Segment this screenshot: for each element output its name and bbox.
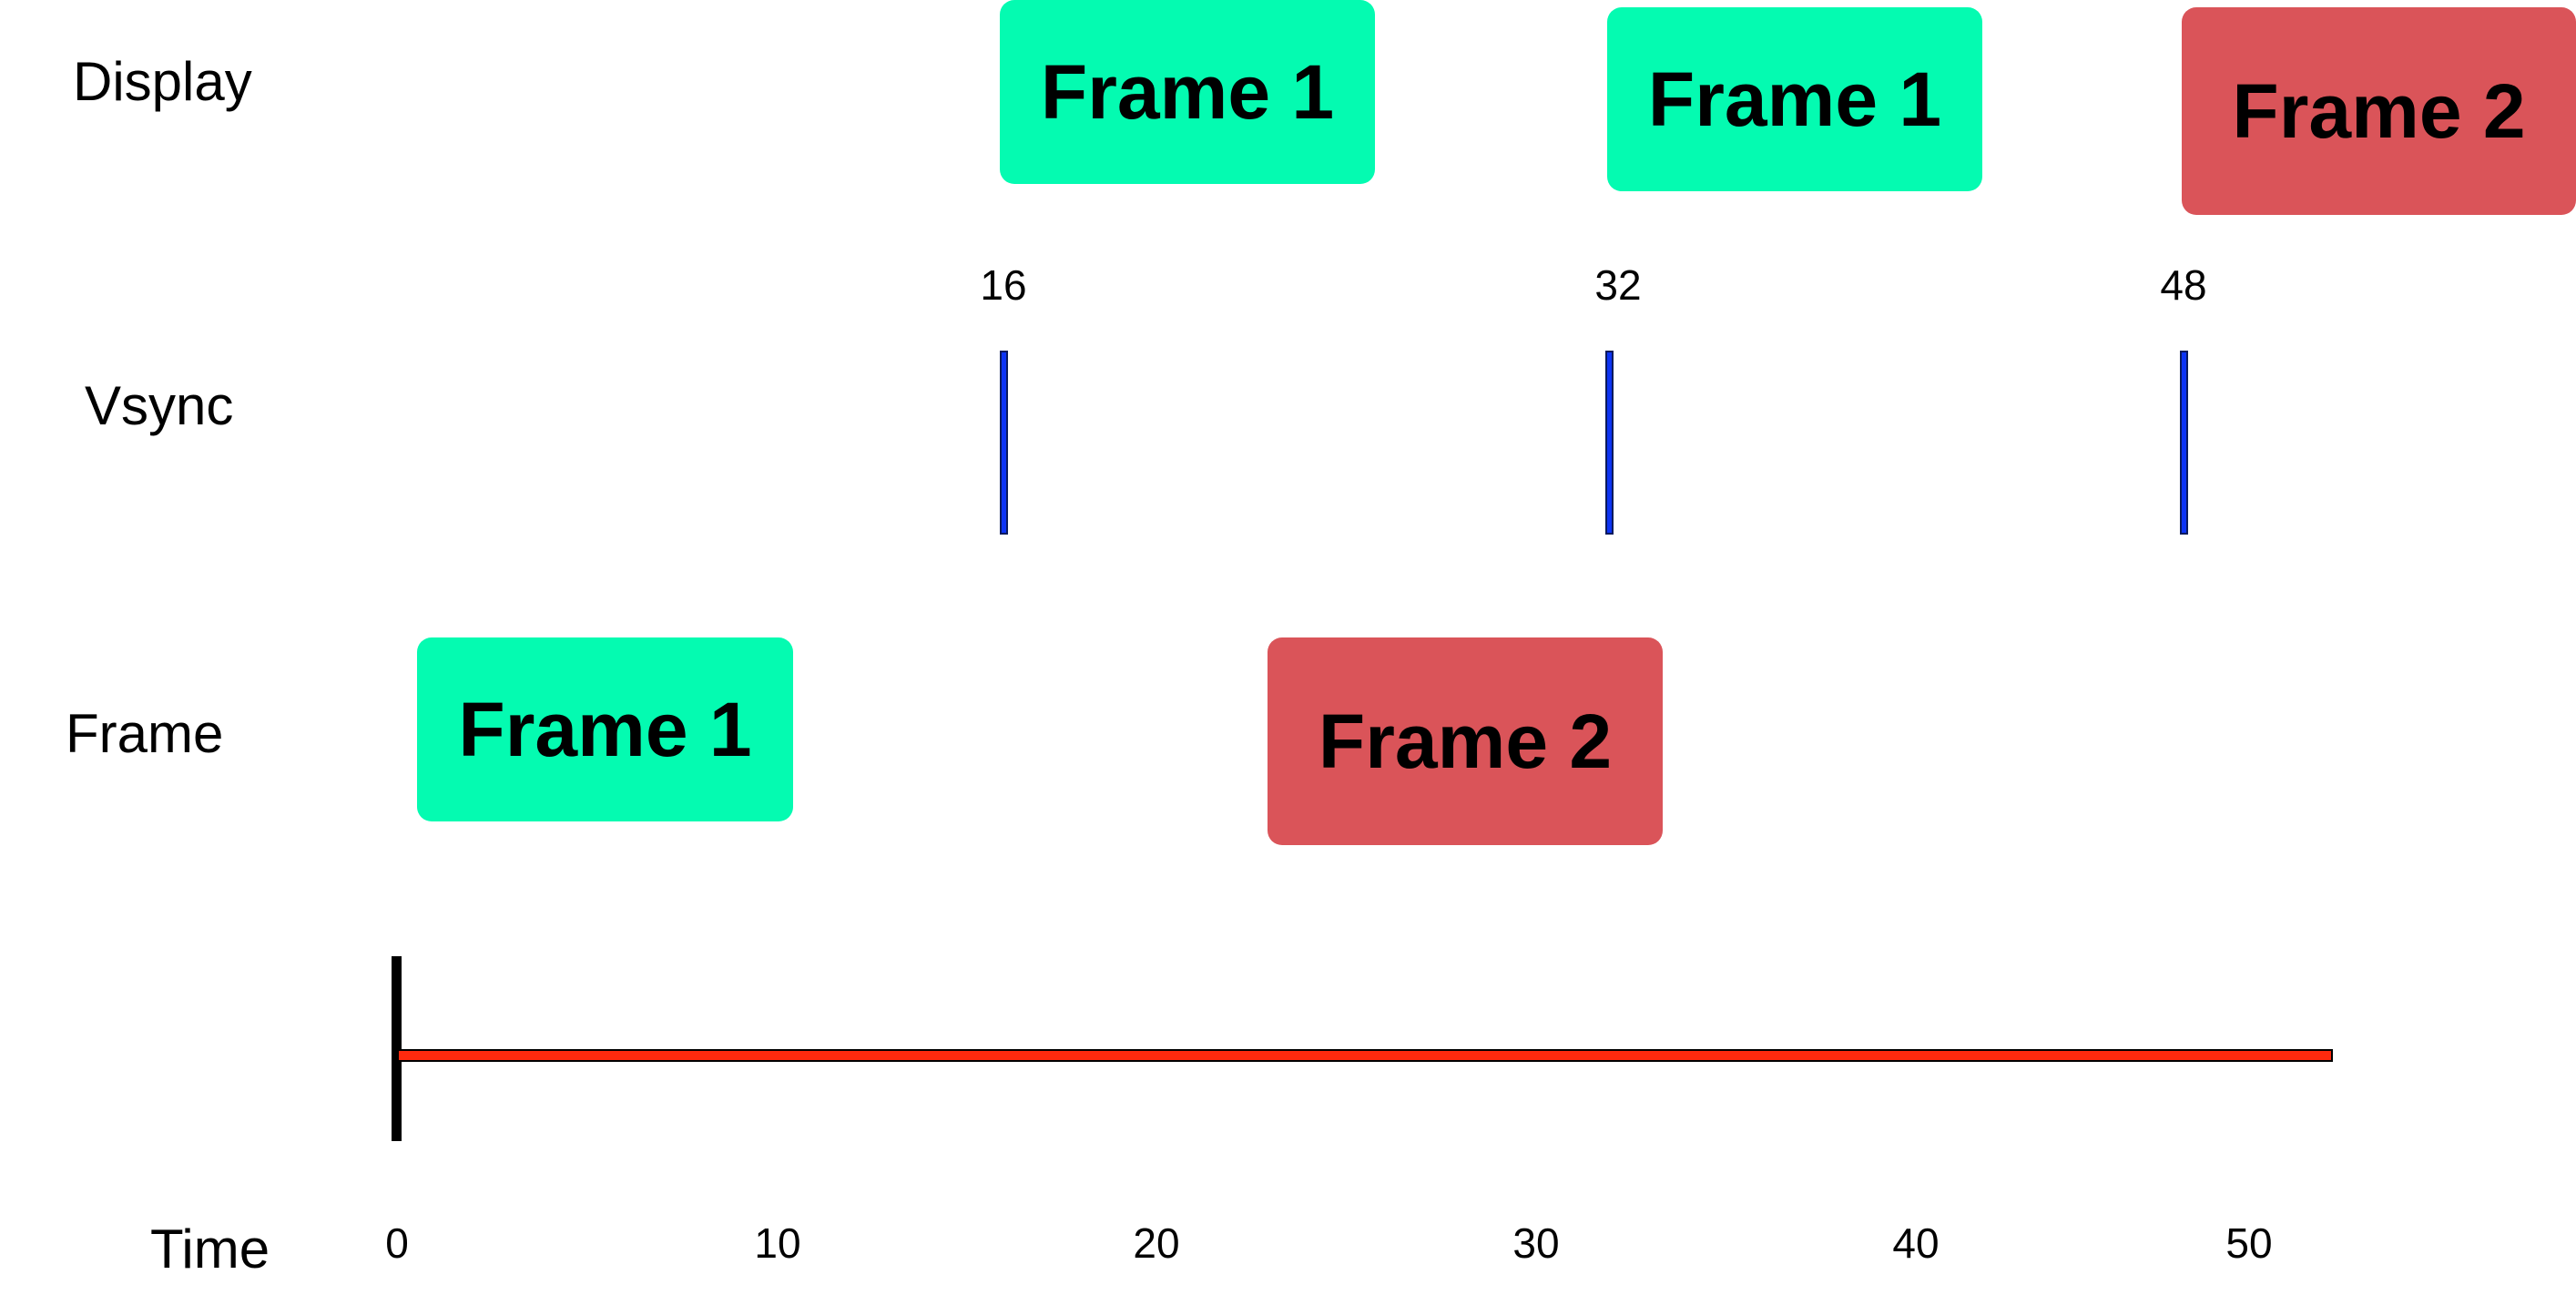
time-origin-marker — [392, 956, 402, 1141]
vsync-time-label: 16 — [980, 261, 1027, 309]
display-frame-box: Frame 2 — [2182, 7, 2576, 215]
display-frame-box: Frame 1 — [1607, 7, 1982, 191]
vsync-line — [2180, 351, 2188, 535]
display-frame-label: Frame 1 — [1647, 56, 1942, 142]
display-frame-label: Frame 1 — [1040, 49, 1335, 135]
time-tick-label: 10 — [754, 1219, 801, 1267]
time-tick-label: 50 — [2225, 1219, 2273, 1267]
time-tick-label: 0 — [385, 1219, 409, 1267]
vsync-line — [1605, 351, 1614, 535]
vsync-time-label: 32 — [1594, 261, 1642, 309]
display-frame-box: Frame 1 — [1000, 0, 1375, 184]
vsync-line — [1000, 351, 1008, 535]
vsync-row-label: Vsync — [85, 375, 234, 436]
time-axis-bar — [397, 1049, 2333, 1062]
render-frame-box: Frame 1 — [417, 637, 793, 821]
time-tick-label: 30 — [1512, 1219, 1560, 1267]
render-frame-label: Frame 1 — [458, 687, 752, 772]
display-row-label: Display — [73, 51, 252, 112]
render-frame-label: Frame 2 — [1318, 698, 1613, 784]
display-frame-label: Frame 2 — [2232, 68, 2526, 154]
time-tick-label: 20 — [1133, 1219, 1180, 1267]
time-row-label: Time — [150, 1219, 270, 1280]
time-tick-label: 40 — [1892, 1219, 1940, 1267]
render-frame-box: Frame 2 — [1268, 637, 1663, 845]
vsync-time-label: 48 — [2160, 261, 2207, 309]
frame-row-label: Frame — [66, 703, 224, 764]
